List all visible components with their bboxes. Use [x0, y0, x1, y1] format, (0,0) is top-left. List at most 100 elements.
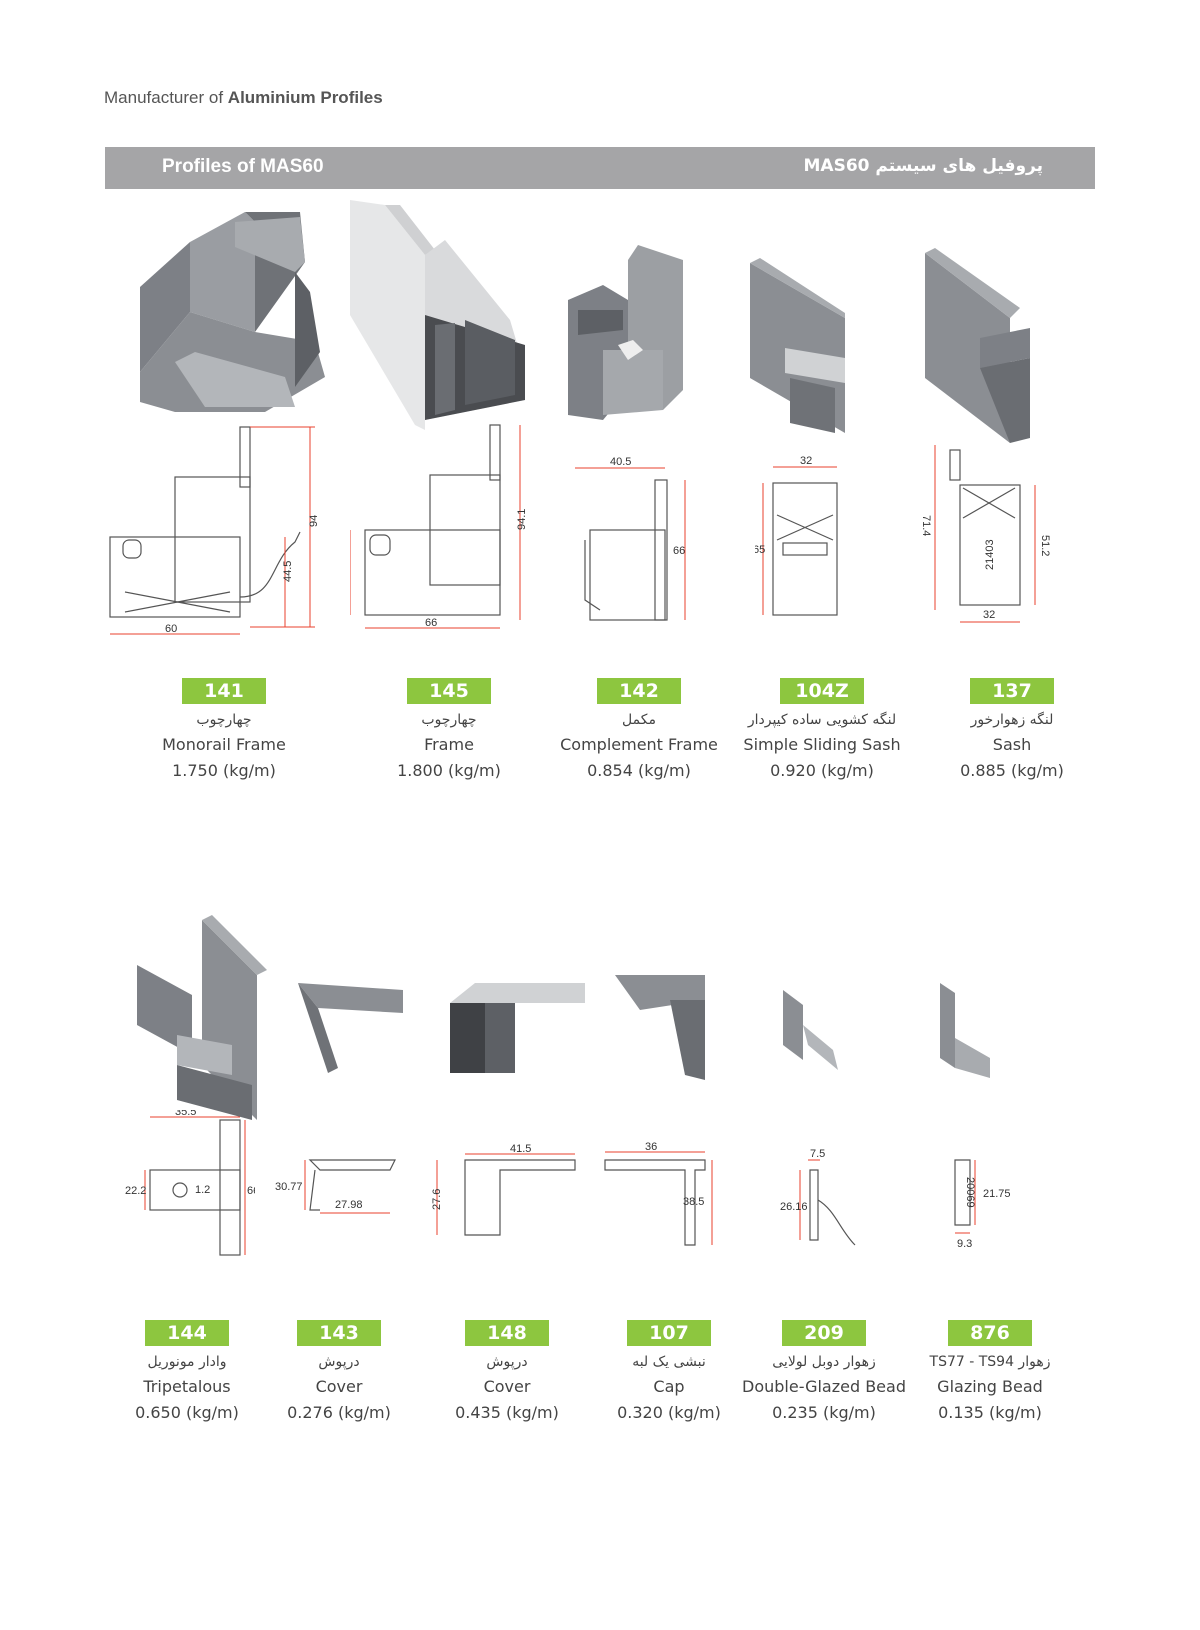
dim-107-w: 36 [645, 1141, 657, 1153]
header-prefix: Manufacturer of [104, 88, 224, 107]
dim-104z-w: 32 [800, 455, 812, 467]
label-fa: زهوار TS77 - TS94 [929, 1354, 1051, 1370]
dim-141-m: 44.5 [282, 561, 294, 582]
dim-142-w: 40.5 [610, 456, 631, 468]
dim-876-c: 20069 [964, 1177, 976, 1208]
profile-137-drawing: 71.4 51.2 21403 32 [920, 445, 1051, 623]
profile-148-drawing: 41.5 27.6 [431, 1143, 576, 1236]
profile-876-render [940, 983, 990, 1078]
profile-148-render [450, 983, 585, 1073]
profile-label-145: چهارچوب Frame 1.800 (kg/m) [349, 708, 549, 784]
code-badge: 143 [297, 1320, 381, 1346]
label-weight: 0.435 (kg/m) [455, 1403, 559, 1422]
profile-label-107: نبشی یک لبه Cap 0.320 (kg/m) [569, 1350, 769, 1426]
label-en: Double-Glazed Bead [742, 1377, 906, 1396]
code-badge: 145 [407, 678, 491, 704]
label-fa: وادار مونوریل [147, 1354, 227, 1370]
dim-137-r: 51.2 [1039, 535, 1051, 556]
banner-title-en: Profiles of MAS60 [162, 156, 324, 177]
label-weight: 1.800 (kg/m) [397, 761, 501, 780]
label-fa: درپوش [486, 1354, 528, 1370]
label-weight: 0.235 (kg/m) [772, 1403, 876, 1422]
dim-141-w: 60 [165, 623, 177, 635]
dim-107-h: 38.5 [683, 1196, 704, 1208]
label-weight: 0.854 (kg/m) [587, 761, 691, 780]
dim-142-h: 66 [673, 545, 685, 557]
label-en: Tripetalous [143, 1377, 231, 1396]
profile-137-render [925, 248, 1030, 443]
label-fa: زهوار دوبل لولایی [772, 1354, 876, 1370]
label-weight: 0.920 (kg/m) [770, 761, 874, 780]
code-badge: 142 [597, 678, 681, 704]
dim-144-c: 1.2 [195, 1184, 210, 1196]
dim-209-w: 7.5 [810, 1148, 825, 1160]
profile-143-drawing: 30.77 27.98 [275, 1159, 396, 1214]
profile-label-876: زهوار TS77 - TS94 Glazing Bead 0.135 (kg… [890, 1350, 1090, 1426]
profile-label-148: درپوش Cover 0.435 (kg/m) [407, 1350, 607, 1426]
label-weight: 0.650 (kg/m) [135, 1403, 239, 1422]
label-en: Cover [315, 1377, 363, 1396]
label-fa: چهارچوب [196, 712, 252, 728]
code-badge: 137 [970, 678, 1054, 704]
profile-label-143: درپوش Cover 0.276 (kg/m) [239, 1350, 439, 1426]
code-badge: 144 [145, 1320, 229, 1346]
code-badge: 876 [948, 1320, 1032, 1346]
profile-144-render [137, 915, 267, 1120]
code-badge: 104Z [780, 678, 864, 704]
profile-label-104z: لنگه کشویی ساده کیپردار Simple Sliding S… [722, 708, 922, 784]
section-banner: Profiles of MAS60 پروفیل های سیستم MAS60 [105, 147, 1095, 189]
dim-104z-h: 65 [755, 544, 765, 556]
dim-143-h: 30.77 [275, 1181, 303, 1193]
dim-148-w: 41.5 [510, 1143, 531, 1155]
profile-label-141: چهارچوب Monorail Frame 1.750 (kg/m) [124, 708, 324, 784]
label-fa: لنگه کشویی ساده کیپردار [747, 712, 897, 728]
label-fa: درپوش [318, 1354, 360, 1370]
header-bold: Aluminium Profiles [227, 88, 383, 107]
label-en: Complement Frame [560, 735, 718, 754]
code-badge: 107 [627, 1320, 711, 1346]
label-weight: 0.885 (kg/m) [960, 761, 1064, 780]
profile-209-render [783, 990, 838, 1070]
code-badge: 148 [465, 1320, 549, 1346]
label-en: Monorail Frame [162, 735, 286, 754]
profile-143-render [298, 983, 403, 1073]
dim-144-w: 35.5 [175, 1110, 196, 1118]
label-en: Frame [424, 735, 474, 754]
dim-876-w: 9.3 [957, 1238, 972, 1250]
label-weight: 0.135 (kg/m) [938, 1403, 1042, 1422]
label-fa: لنگه زهوارخور [970, 712, 1054, 728]
banner-title-fa: پروفیل های سیستم MAS60 [803, 156, 1044, 176]
label-en: Glazing Bead [937, 1377, 1043, 1396]
code-badge: 141 [182, 678, 266, 704]
profile-label-209: زهوار دوبل لولایی Double-Glazed Bead 0.2… [724, 1350, 924, 1426]
profile-104z-drawing: 32 65 [755, 455, 838, 616]
profile-107-drawing: 36 38.5 [604, 1141, 713, 1246]
profile-145-render [350, 200, 525, 430]
profile-141-drawing: 94 44.5 60 [109, 426, 320, 635]
dim-148-h: 27.6 [431, 1189, 443, 1210]
dim-141-h: 94 [308, 515, 320, 527]
label-en: Cover [483, 1377, 531, 1396]
label-en: Sash [992, 735, 1032, 754]
profile-107-render [615, 975, 705, 1080]
dim-137-w: 32 [983, 609, 995, 621]
profile-209-drawing: 7.5 26.16 [780, 1148, 856, 1246]
dim-144-h: 66 [247, 1185, 255, 1197]
profile-876-drawing: 20069 21.75 9.3 [954, 1159, 1011, 1250]
label-weight: 1.750 (kg/m) [172, 761, 276, 780]
label-fa: چهارچوب [421, 712, 477, 728]
dim-145-h: 94.1 [516, 509, 528, 530]
label-fa: مکمل [622, 712, 656, 728]
dim-144-l: 22.2 [125, 1185, 146, 1197]
label-en: Simple Sliding Sash [743, 735, 901, 754]
profile-142-render [568, 245, 683, 420]
profile-label-142: مکمل Complement Frame 0.854 (kg/m) [539, 708, 739, 784]
profile-145-drawing: 94.1 42 66 [350, 424, 528, 629]
code-badge: 209 [782, 1320, 866, 1346]
profile-104z-render [750, 258, 845, 433]
profile-142-drawing: 40.5 66 [575, 456, 686, 621]
label-weight: 0.320 (kg/m) [617, 1403, 721, 1422]
dim-137-h: 71.4 [920, 515, 932, 536]
dim-876-h: 21.75 [983, 1188, 1011, 1200]
label-en: Cap [653, 1377, 685, 1396]
